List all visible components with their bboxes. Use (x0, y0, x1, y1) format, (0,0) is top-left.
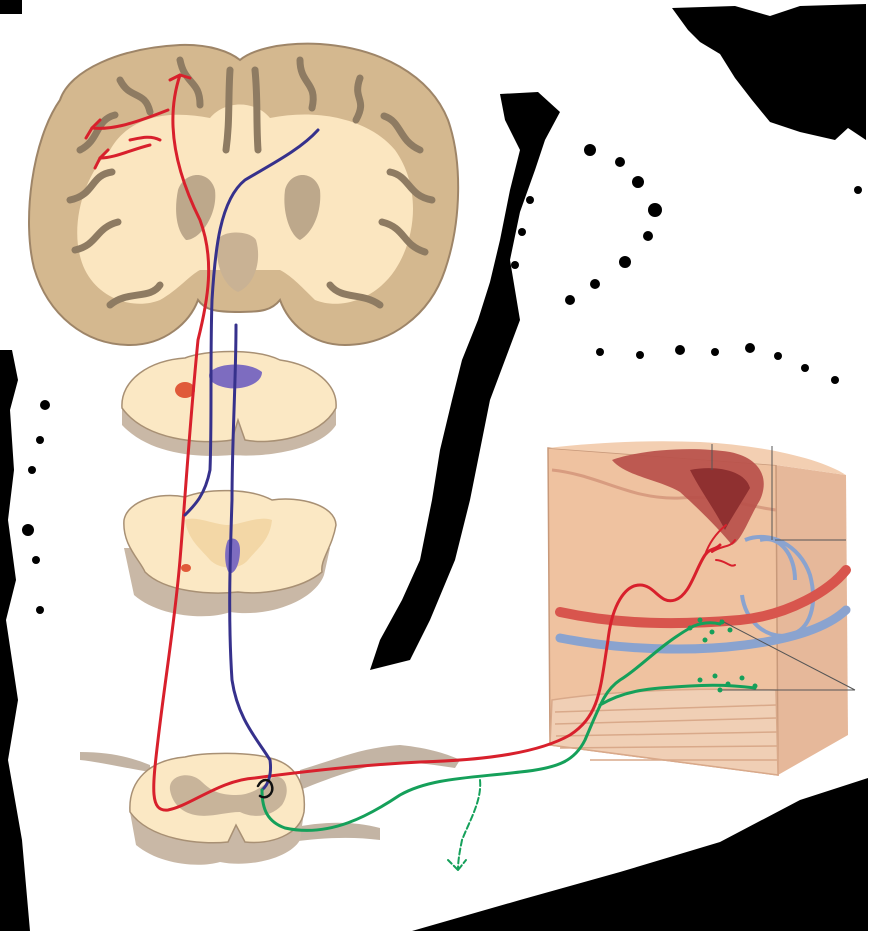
skin-muscle-layer (550, 689, 778, 775)
artifact-left-strip (0, 350, 30, 931)
medulla-section (122, 352, 336, 456)
skin-tissue-block (548, 441, 855, 775)
cervical-red-marker (181, 564, 191, 572)
brain-section (29, 44, 458, 345)
artifact-top-left (0, 0, 22, 14)
green-branch (448, 780, 480, 870)
artifact-top-right (672, 4, 866, 140)
left-root (80, 752, 150, 772)
artifact-bottom-right (412, 778, 868, 931)
